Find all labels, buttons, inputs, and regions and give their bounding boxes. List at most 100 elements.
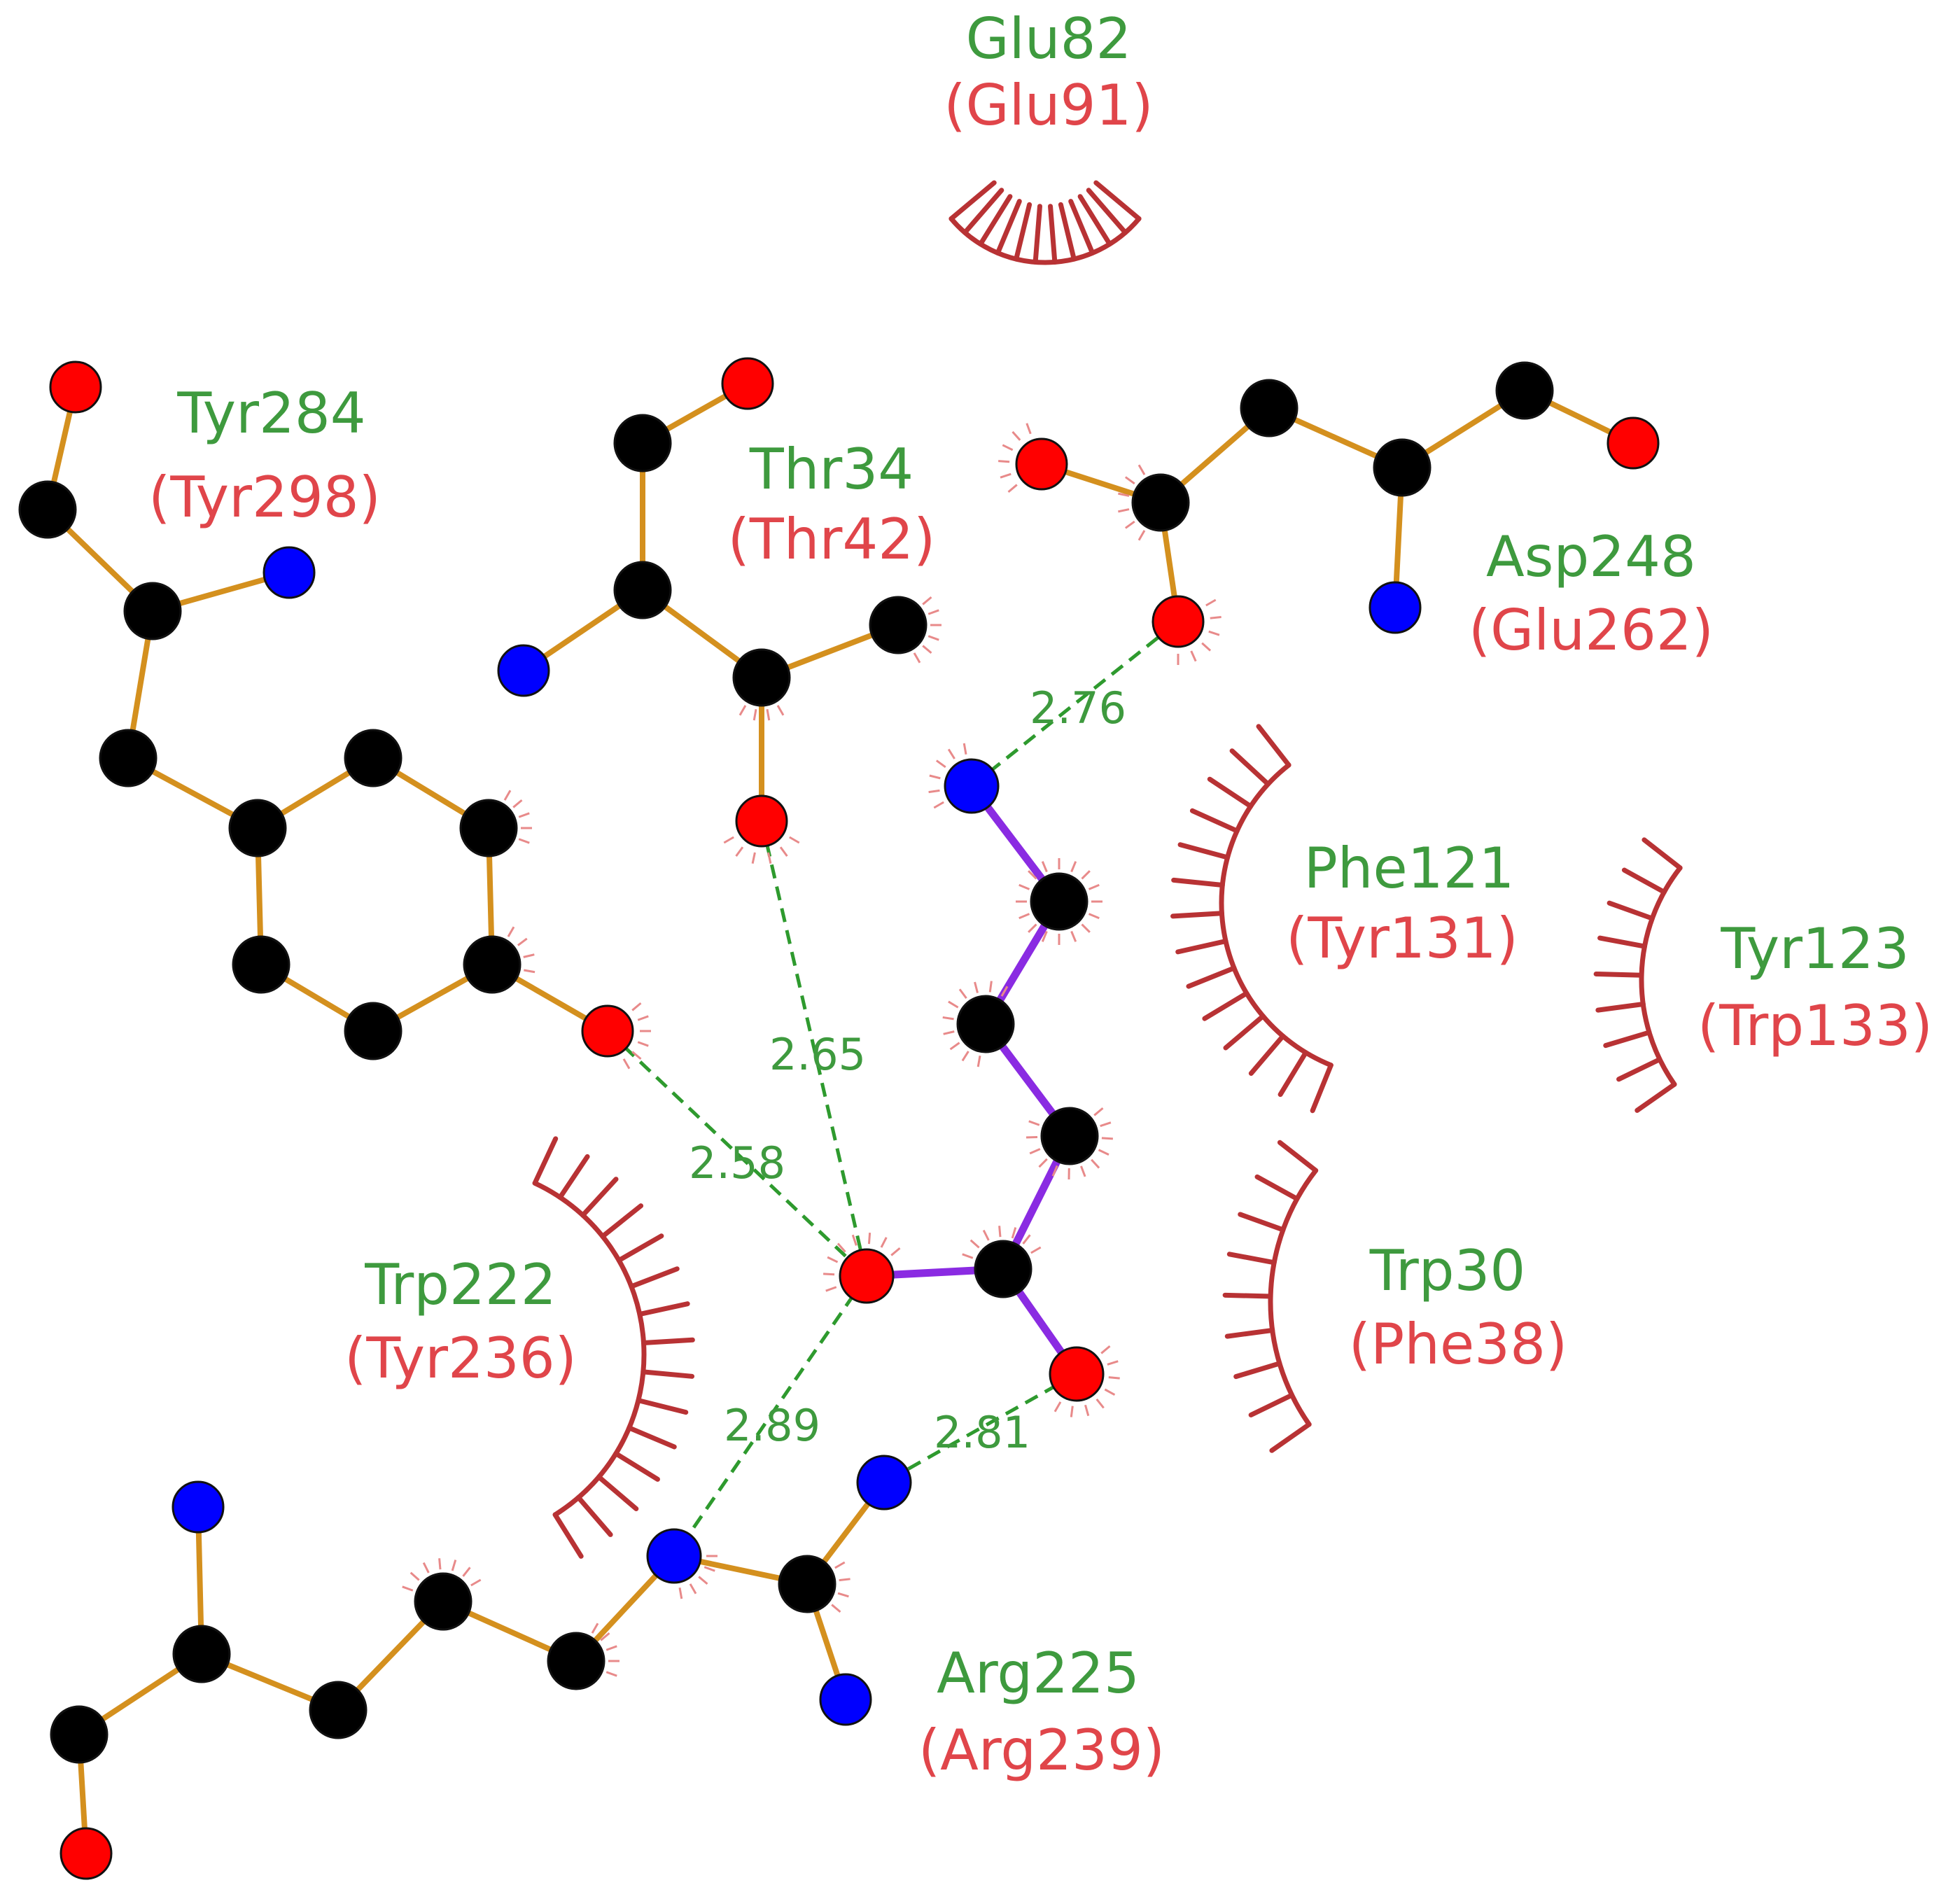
lash-line xyxy=(1038,1158,1048,1168)
lash-line xyxy=(1210,616,1222,619)
arc-lash xyxy=(1310,1063,1334,1114)
lash-line xyxy=(776,705,785,716)
ligand-bonds xyxy=(862,782,1081,1378)
arc-lash xyxy=(636,1398,689,1415)
arc-lash xyxy=(948,180,997,221)
atom-lash xyxy=(823,1233,901,1292)
arc-lash xyxy=(1229,748,1270,787)
residue-labels: Glu82 (Glu91) Tyr284 (Tyr298) Thr34 (Thr… xyxy=(148,6,1933,1783)
arc-lash xyxy=(1642,837,1683,871)
lash-line xyxy=(1138,464,1146,475)
arc-lash xyxy=(1226,1252,1277,1266)
lash-line xyxy=(1022,1234,1031,1245)
residue-label-arg225: Arg225 xyxy=(937,1641,1140,1706)
arc-lash xyxy=(1077,194,1112,247)
lash-line xyxy=(1081,923,1091,933)
residue-label-phe38: (Phe38) xyxy=(1349,1312,1567,1377)
arc-line xyxy=(1268,1168,1319,1427)
oxygen-atom xyxy=(49,360,102,414)
carbon-atom xyxy=(613,561,672,619)
atom-lash xyxy=(1177,598,1222,665)
lash-line xyxy=(704,1566,715,1572)
hbond-distance-arg225-ne: 2.89 xyxy=(724,1400,820,1451)
residue-label-tyr284: Tyr284 xyxy=(176,381,365,446)
lash-line xyxy=(1000,472,1011,479)
lash-line xyxy=(1041,930,1048,942)
nitrogen-atom xyxy=(497,644,550,697)
residue-label-trp222: Trp222 xyxy=(364,1252,556,1317)
arc-lash xyxy=(1086,188,1128,235)
lash-line xyxy=(831,1604,841,1613)
hydrophobic-arc-trp30 xyxy=(1222,1140,1319,1453)
arc-lash xyxy=(629,1266,680,1289)
arc-lash xyxy=(640,1369,695,1379)
atoms xyxy=(18,357,1660,1880)
atom-lash xyxy=(622,1002,651,1070)
lash-line xyxy=(1098,1149,1110,1156)
ligand-oxygen-atom xyxy=(839,1248,895,1304)
carbon-atom xyxy=(547,1632,606,1690)
arc-lash xyxy=(613,1451,660,1482)
lash-line xyxy=(837,1592,849,1598)
arc-lash xyxy=(1058,202,1077,262)
arc-lash xyxy=(640,1337,695,1346)
arc-lash xyxy=(1171,877,1225,888)
lash-line xyxy=(890,1247,901,1256)
ligand-carbon-atom xyxy=(974,1240,1032,1298)
atom-lash xyxy=(738,705,785,721)
arc-lash xyxy=(1189,808,1240,834)
lash-line xyxy=(988,981,993,993)
atom-lash xyxy=(1118,464,1146,541)
oxygen-atom xyxy=(1606,416,1660,470)
arc-lash xyxy=(962,188,1004,235)
lash-line xyxy=(1208,630,1220,636)
atom-lash xyxy=(942,981,1009,1067)
lash-line xyxy=(933,801,944,809)
arc-lash xyxy=(1175,939,1228,955)
lash-line xyxy=(1107,1360,1119,1366)
lash-line xyxy=(949,1042,960,1051)
arc-lash xyxy=(1278,1050,1308,1098)
carbon-atom xyxy=(1240,379,1298,437)
arc-lash xyxy=(1014,202,1032,262)
lash-line xyxy=(1000,986,1009,997)
lash-line xyxy=(998,460,1010,463)
carbon-atom xyxy=(732,648,791,707)
lash-line xyxy=(947,748,955,759)
lash-line xyxy=(723,836,734,844)
hbond-line xyxy=(672,1275,869,1557)
carbon-atom xyxy=(869,596,927,654)
arc-lash xyxy=(616,1233,664,1263)
lash-line xyxy=(823,1273,835,1276)
lash-line xyxy=(751,852,756,864)
lash-line xyxy=(1029,1148,1041,1155)
lash-line xyxy=(637,1015,649,1021)
lash-line xyxy=(913,652,921,664)
lash-line xyxy=(1096,1399,1105,1409)
arc-lash xyxy=(1238,1212,1286,1233)
lash-line xyxy=(935,759,946,769)
nitrogen-atom xyxy=(1368,581,1422,634)
lash-line xyxy=(518,838,530,844)
hydrophobic-arc-phe121 xyxy=(1170,724,1334,1114)
lash-line xyxy=(524,969,536,974)
lash-line xyxy=(402,1585,414,1592)
hydrophobic-arc-tyr123 xyxy=(1593,837,1683,1113)
lash-line xyxy=(1118,508,1130,513)
lash-line xyxy=(1101,1137,1113,1140)
carbon-atom xyxy=(309,1681,368,1739)
lash-line xyxy=(470,1578,482,1587)
atom-lash xyxy=(962,1226,1042,1259)
arc-lash xyxy=(1093,180,1142,221)
arc-lash xyxy=(1248,1392,1295,1417)
atom-contact-marks xyxy=(402,423,1222,1677)
carbon-atom xyxy=(232,935,290,994)
hydrogen-bonds xyxy=(606,620,1180,1557)
arc-lash xyxy=(1603,1030,1652,1049)
lash-line xyxy=(948,1000,959,1009)
lash-line xyxy=(462,1567,471,1577)
lash-line xyxy=(1011,1227,1017,1239)
atom-lash xyxy=(998,423,1032,493)
carbon-atom xyxy=(613,414,672,472)
